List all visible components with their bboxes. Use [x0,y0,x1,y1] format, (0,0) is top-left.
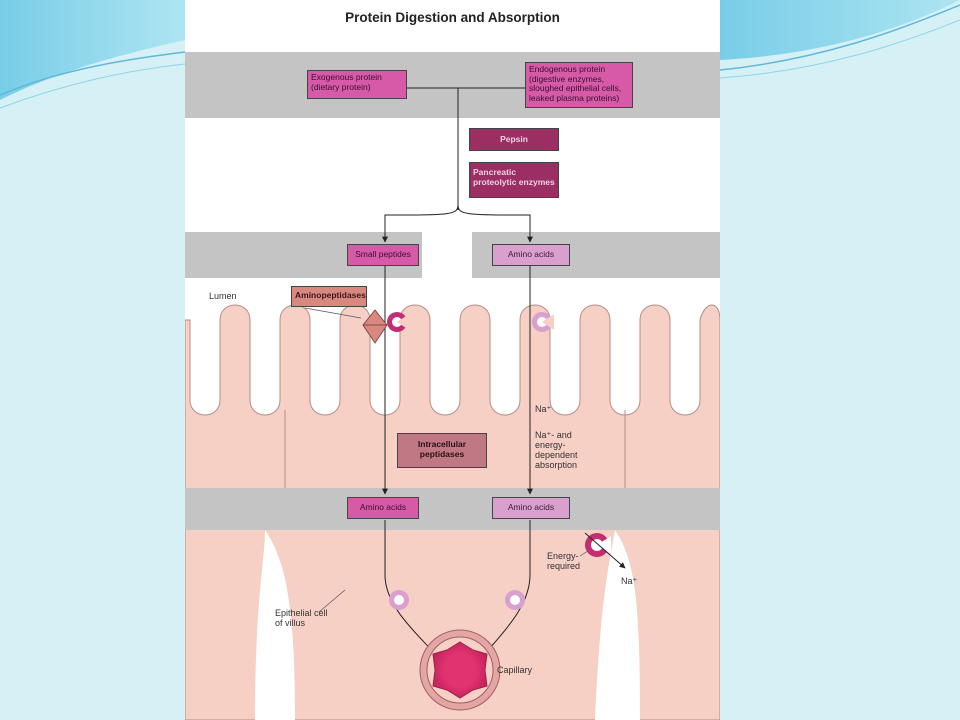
flow-line-split-left [382,204,459,243]
basolateral-carrier-right-icon [505,590,525,610]
lumen-label: Lumen [209,291,237,301]
energy-required-label: Energy-required [547,551,581,571]
top-left-wave-decoration [0,0,185,100]
amino-acids-right-box: Amino acids [492,497,570,519]
intercellular-space-left [255,530,295,720]
basolateral-band [185,488,720,530]
intracellular-peptidases-box: Intracellular peptidases [397,433,487,468]
capillary-icon [419,629,501,711]
small-peptides-box: Small peptides [347,244,419,266]
basolateral-carrier-left-icon [389,590,409,610]
amino-acids-left-box: Amino acids [347,497,419,519]
exogenous-protein-box: Exogenous protein (dietary protein) [307,70,407,99]
amino-acids-lumen-box: Amino acids [492,244,570,266]
pepsin-box: Pepsin [469,128,559,151]
sodium-dependent-label: Na⁺- and energy-dependent absorption [535,430,578,470]
endogenous-protein-box: Endogenous protein (digestive enzymes, s… [525,62,633,108]
stomach-band [185,52,720,118]
sodium-out-arrow [584,532,626,569]
top-right-wave-line [719,4,960,71]
top-left-wave-line [0,51,186,96]
energy-leader [579,550,589,557]
epithelial-cell-label: Epithelial cell of villus [275,608,328,628]
diagram-graphics [185,52,720,720]
protein-digestion-figure: Protein Digestion and Absorption Exogeno… [185,0,720,720]
figure-title: Protein Digestion and Absorption [345,10,560,25]
sodium-in-label: Na⁺ [535,404,552,414]
flow-line-split-right [457,204,533,243]
epithelial-leader [318,589,346,613]
intercellular-space-right [595,530,640,720]
pancreatic-enzymes-box: Pancreatic proteolytic enzymes [469,162,559,198]
aminopeptidases-box: Aminopeptidases [291,286,367,307]
lumen-leader [304,307,362,319]
sodium-pump-icon [585,533,611,557]
top-right-wave-line-2 [719,19,960,79]
peptide-carrier-icon [387,312,409,332]
aminopeptidase-enzyme-icon [362,309,388,344]
capillary-label: Capillary [497,665,533,675]
top-left-wave-line-2 [0,63,186,109]
amino-acid-carrier-icon [532,312,554,332]
top-right-wave-decoration [720,0,960,60]
sodium-out-label: Na⁺ [621,576,638,586]
